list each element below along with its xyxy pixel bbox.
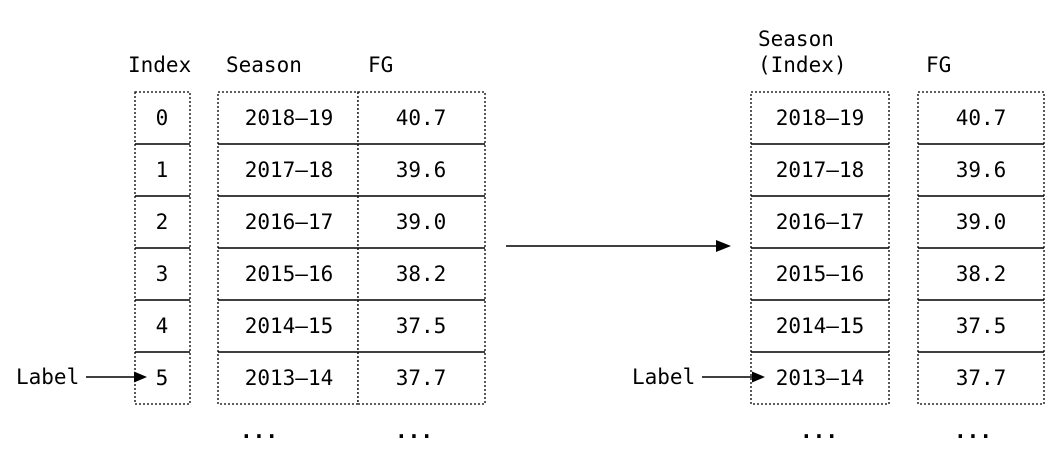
table-cells: 0 1 2 3 4 5 2018–19 2017–18 2016–17 2015–16 2014–1… [156,106,1007,390]
left-season-cell: 2013–14 [245,366,334,390]
right-fg-cell: 38.2 [956,262,1007,286]
transform-arrow-head [716,240,731,252]
left-season-cell: 2015–16 [245,262,334,286]
left-index-cell: 0 [156,106,169,130]
right-season-cell: 2016–17 [776,210,865,234]
right-season-cell: 2018–19 [776,106,865,130]
right-fg-cell: 40.7 [956,106,1007,130]
left-season-cell: 2016–17 [245,210,334,234]
right-season-cell: 2013–14 [776,366,865,390]
right-fg-cell: 37.5 [956,314,1007,338]
left-season-header: Season [226,53,302,77]
left-fg-ellipsis: ... [395,419,433,443]
left-label-arrow-head [134,371,147,383]
left-fg-cell: 38.2 [396,262,447,286]
right-fg-cell: 39.0 [956,210,1007,234]
right-fg-cell: 39.6 [956,158,1007,182]
left-fg-cell: 39.0 [396,210,447,234]
right-season-cell: 2015–16 [776,262,865,286]
right-season-header-line2: (Index) [758,53,847,77]
left-fg-header: FG [368,53,393,77]
left-season-cell: 2017–18 [245,158,334,182]
left-index-cell: 3 [156,262,169,286]
row-dividers [135,143,1044,353]
left-fg-cell: 40.7 [396,106,447,130]
left-label-text: Label [16,365,79,389]
left-index-cell: 5 [156,366,169,390]
right-fg-header: FG [926,53,951,77]
left-season-ellipsis: ... [240,419,278,443]
right-season-cell: 2017–18 [776,158,865,182]
left-index-cell: 4 [156,314,169,338]
right-label-text: Label [632,365,695,389]
left-fg-cell: 37.5 [396,314,447,338]
left-index-cell: 2 [156,210,169,234]
right-label-arrow-head [752,371,765,383]
left-season-cell: 2014–15 [245,314,334,338]
left-index-cell: 1 [156,158,169,182]
left-index-header: Index [128,53,191,77]
right-season-header-line1: Season [758,27,834,51]
left-season-cell: 2018–19 [245,106,334,130]
right-season-ellipsis: ... [800,419,838,443]
left-fg-cell: 39.6 [396,158,447,182]
right-fg-cell: 37.7 [956,366,1007,390]
right-season-cell: 2014–15 [776,314,865,338]
right-fg-ellipsis: ... [954,419,992,443]
left-fg-cell: 37.7 [396,366,447,390]
